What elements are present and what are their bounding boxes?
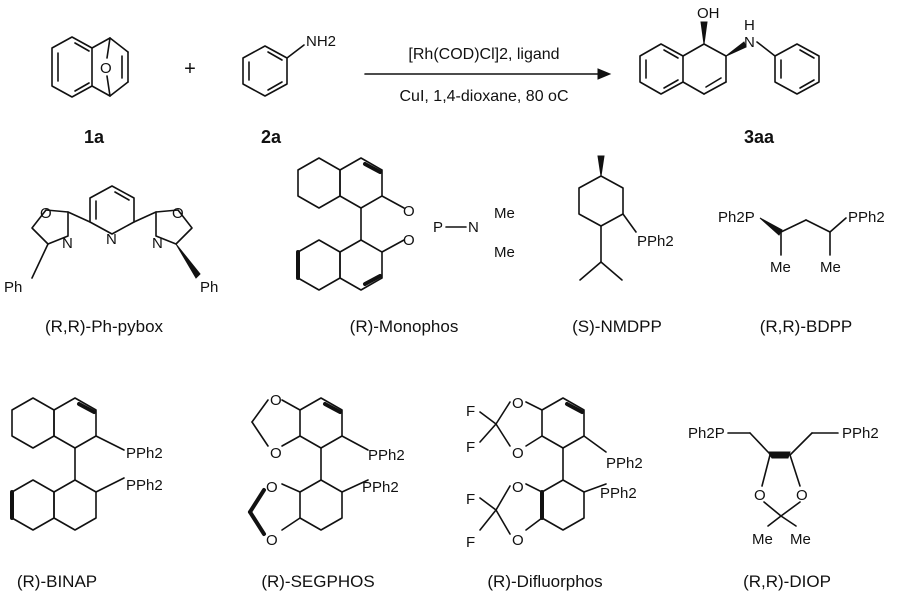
pybox-ph-left: Ph (4, 279, 22, 296)
ligand-segphos-structure: O O O O PPh2 PPh2 (248, 392, 405, 549)
pybox-oxazoline-o-right: O (172, 205, 184, 222)
segphos-o-4: O (266, 532, 278, 549)
ligand-bdpp-structure: Ph2P PPh2 Me Me (718, 209, 885, 276)
bdpp-me-left: Me (770, 259, 791, 276)
ligand-name-nmdpp: (S)-NMDPP (572, 317, 662, 336)
diop-pph2: PPh2 (842, 425, 879, 442)
bdpp-pph2: PPh2 (848, 209, 885, 226)
nmdpp-pph2: PPh2 (637, 233, 674, 250)
diop-me-left: Me (752, 531, 773, 548)
reaction-arrow (364, 68, 612, 80)
plus-sign: + (184, 58, 196, 80)
monophos-n: N (468, 219, 479, 236)
ligand-name-monophos: (R)-Monophos (349, 317, 459, 336)
monophos-p: P (433, 219, 443, 236)
monophos-o-bottom: O (403, 232, 415, 249)
segphos-pph2-bottom: PPh2 (362, 479, 399, 496)
diop-o-right: O (796, 487, 808, 504)
bridge-oxygen-atom: O (100, 60, 112, 77)
bdpp-ph2p: Ph2P (718, 209, 755, 226)
ligand-nmdpp-structure: PPh2 (578, 155, 674, 281)
monophos-o-top: O (403, 203, 415, 220)
difluorphos-o-2: O (512, 445, 524, 462)
ligand-monophos-structure: O O P N Me Me (296, 157, 515, 291)
pybox-oxazoline-o-left: O (40, 205, 52, 222)
difluorphos-f-3: F (466, 491, 475, 508)
diop-ph2p: Ph2P (688, 425, 725, 442)
reactant-2a-label: 2a (260, 127, 282, 147)
bdpp-me-right: Me (820, 259, 841, 276)
amine-n-label: N (744, 34, 755, 51)
diop-o-left: O (754, 487, 766, 504)
pybox-pyridine-n: N (106, 231, 117, 248)
segphos-o-2: O (270, 445, 282, 462)
ligand-name-binap: (R)-BINAP (16, 572, 98, 591)
binap-pph2-bottom: PPh2 (126, 477, 163, 494)
product-3aa-structure: OH N H (639, 5, 820, 95)
monophos-me-bottom: Me (494, 244, 515, 261)
segphos-o-3: O (266, 479, 278, 496)
difluorphos-f-4: F (466, 534, 475, 551)
ligand-difluorphos-structure: O O F F O O F F PPh2 PPh2 (466, 395, 643, 551)
ligand-name-bdpp: (R,R)-BDPP (759, 317, 853, 336)
amine-nh2-label: NH2 (306, 33, 336, 50)
conditions-bottom: CuI, 1,4-dioxane, 80 oC (399, 88, 569, 105)
ligand-diop-structure: Ph2P PPh2 O O Me Me (688, 425, 879, 548)
binap-pph2-top: PPh2 (126, 445, 163, 462)
ligand-name-segphos: (R)-SEGPHOS (261, 572, 375, 591)
reactant-1a-structure: O (51, 36, 129, 98)
monophos-me-top: Me (494, 205, 515, 222)
ligand-ph-pybox-structure: N O N O N Ph Ph (4, 185, 218, 296)
difluorphos-pph2-top: PPh2 (606, 455, 643, 472)
ligand-binap-structure: PPh2 PPh2 (10, 397, 163, 531)
difluorphos-o-1: O (512, 395, 524, 412)
reactant-2a-structure: NH2 (242, 33, 336, 97)
pybox-ph-right: Ph (200, 279, 218, 296)
hydroxyl-oh-label: OH (697, 5, 720, 22)
diop-me-right: Me (790, 531, 811, 548)
difluorphos-pph2-bottom: PPh2 (600, 485, 637, 502)
ligand-name-diop: (R,R)-DIOP (743, 572, 831, 591)
product-3aa-label: 3aa (743, 127, 775, 147)
difluorphos-f-2: F (466, 439, 475, 456)
pybox-oxazoline-n-left: N (62, 235, 73, 252)
difluorphos-f-1: F (466, 403, 475, 420)
pybox-oxazoline-n-right: N (152, 235, 163, 252)
conditions-top: [Rh(COD)Cl]2, ligand (408, 46, 560, 63)
difluorphos-o-3: O (512, 479, 524, 496)
difluorphos-o-4: O (512, 532, 524, 549)
amine-h-label: H (744, 17, 755, 34)
segphos-o-1: O (270, 392, 282, 409)
ligand-name-ph-pybox: (R,R)-Ph-pybox (44, 317, 164, 336)
segphos-pph2-top: PPh2 (368, 447, 405, 464)
reactant-1a-label: 1a (83, 127, 105, 147)
ligand-name-difluorphos: (R)-Difluorphos (487, 572, 603, 591)
